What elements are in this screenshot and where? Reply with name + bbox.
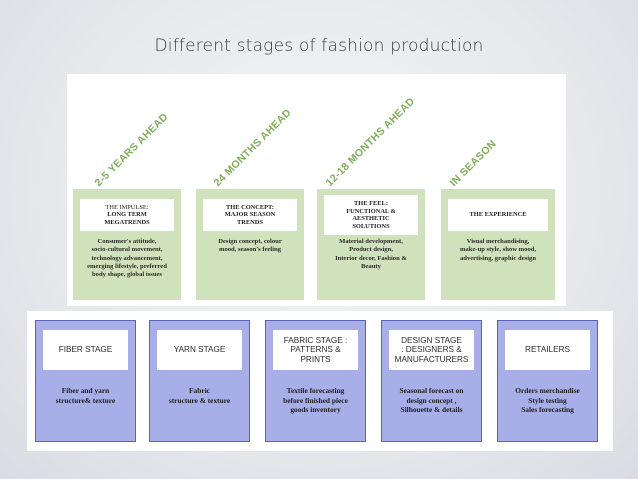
stage-box-line: SOLUTIONS: [352, 222, 390, 230]
stage-box-line: LONG TERM: [107, 211, 147, 219]
stage-box-feel: THE FEEL: FUNCTIONAL & AESTHETIC SOLUTIO…: [324, 195, 418, 235]
production-box-line: : DESIGNERS &: [401, 345, 462, 355]
production-box-fabric: FABRIC STAGE : PATTERNS & PRINTS: [273, 330, 358, 370]
description-line: Beauty: [361, 262, 381, 270]
production-box-line: PATTERNS &: [290, 345, 341, 355]
description-line: Style testing: [528, 395, 567, 405]
description-line: design concept ,: [406, 395, 457, 405]
production-box-line: YARN STAGE: [173, 345, 226, 355]
time-label-in-season: IN SEASON: [447, 137, 499, 189]
description-line: make-up style, show mood,: [459, 246, 537, 254]
stage-box-experience: THE EXPERIENCE: [448, 199, 548, 231]
stage-box-line: FUNCTIONAL &: [346, 207, 396, 215]
description-line: Consumer's attitude,: [97, 238, 157, 245]
time-label-12-18-months: 12-18 MONTHS AHEAD: [323, 95, 418, 189]
stage-box-concept: THE CONCEPT: MAJOR SEASON TRENDS: [203, 199, 297, 231]
description-line: Fiber and yarn: [61, 386, 110, 395]
production-box-line: MANUFACTURERS: [394, 354, 469, 364]
stage-box-line: MEGATRENDS: [104, 218, 150, 226]
production-box-line: DESIGN STAGE: [401, 335, 462, 345]
production-box-line: PRINTS: [300, 354, 331, 364]
description-line: socio-cultural movement,: [91, 246, 163, 254]
description-line: mood, season's feeling: [218, 246, 282, 254]
description-line: structure & texture: [168, 395, 231, 405]
description-line: goods inventory: [290, 405, 341, 414]
stage-description-concept: Design concept, colour mood, season's fe…: [199, 238, 301, 255]
production-column-yarn: YARN STAGE Fabric structure & texture: [149, 320, 250, 442]
stage-box-line: THE CONCEPT:: [225, 203, 274, 211]
production-description-yarn: Fabric structure & texture: [152, 386, 247, 405]
time-label-2-5-years: 2-5 YEARS AHEAD: [92, 110, 171, 189]
stage-column-feel: THE FEEL: FUNCTIONAL & AESTHETIC SOLUTIO…: [317, 189, 425, 300]
stage-box-line: THE IMPULSE:: [105, 203, 149, 211]
production-description-retailers: Orders merchandise Style testing Sales f…: [500, 386, 595, 415]
production-column-fabric: FABRIC STAGE : PATTERNS & PRINTS Textile…: [265, 320, 366, 442]
production-box-line: FABRIC STAGE :: [283, 335, 348, 345]
stage-column-concept: THE CONCEPT: MAJOR SEASON TRENDS Design …: [196, 189, 304, 300]
description-line: Interior decor, Fashion &: [335, 254, 407, 262]
stage-description-impulse: Consumer's attitude, socio-cultural move…: [76, 238, 178, 279]
description-line: Fabric: [189, 386, 210, 395]
time-label-24-months: 24 MONTHS AHEAD: [211, 106, 294, 189]
production-column-design: DESIGN STAGE : DESIGNERS & MANUFACTURERS…: [381, 320, 482, 442]
stage-description-experience: Visual merchandising, make-up style, sho…: [444, 238, 552, 263]
stage-box-line: THE FEEL:: [354, 200, 388, 207]
production-box-yarn: YARN STAGE: [157, 330, 242, 370]
stage-box-line: MAJOR SEASON: [224, 211, 276, 219]
stage-box-line: THE EXPERIENCE: [469, 211, 527, 219]
description-line: Sales forecasting: [521, 405, 574, 414]
description-line: Material development,: [339, 238, 403, 245]
production-box-line: FIBER STAGE: [58, 345, 113, 355]
description-line: before finished piece: [283, 395, 348, 405]
description-line: advertising, graphic design: [459, 254, 537, 262]
production-box-design: DESIGN STAGE : DESIGNERS & MANUFACTURERS: [389, 330, 474, 370]
production-column-retailers: RETAILERS Orders merchandise Style testi…: [497, 320, 598, 442]
description-line: Design concept, colour: [218, 238, 282, 245]
forecast-timeline-panel: 2-5 YEARS AHEAD 24 MONTHS AHEAD 12-18 MO…: [67, 74, 566, 306]
stage-column-experience: THE EXPERIENCE Visual merchandising, mak…: [441, 189, 555, 300]
production-box-line: RETAILERS: [525, 345, 570, 355]
description-line: Product design,: [349, 246, 393, 254]
production-stages-panel: FIBER STAGE Fiber and yarn structure& te…: [27, 311, 613, 451]
slide-title: Different stages of fashion production: [154, 36, 484, 56]
description-line: Silhouette & details: [400, 405, 463, 414]
description-line: emerging lifestyle, preferred: [87, 262, 167, 270]
description-line: Orders merchandise: [515, 386, 580, 395]
stage-description-feel: Material development, Product design, In…: [320, 238, 422, 271]
stage-box-line: TRENDS: [237, 218, 263, 226]
description-line: Seasonal forecast on: [399, 386, 464, 395]
description-line: Visual merchandising,: [466, 238, 530, 245]
description-line: structure& texture: [55, 395, 116, 405]
production-description-fabric: Textile forecasting before finished piec…: [268, 386, 363, 415]
production-box-fiber: FIBER STAGE: [43, 330, 128, 370]
production-description-fiber: Fiber and yarn structure& texture: [38, 386, 133, 405]
production-description-design: Seasonal forecast on design concept , Si…: [384, 386, 479, 415]
description-line: body shape, global issues: [92, 271, 162, 279]
production-box-retailers: RETAILERS: [505, 330, 590, 370]
description-line: Textile forecasting: [286, 386, 345, 395]
stage-box-impulse: THE IMPULSE: LONG TERM MEGATRENDS: [80, 199, 174, 231]
stage-box-line: AESTHETIC: [352, 215, 390, 222]
description-line: technology advancement,: [91, 254, 163, 262]
production-column-fiber: FIBER STAGE Fiber and yarn structure& te…: [35, 320, 136, 442]
stage-column-impulse: THE IMPULSE: LONG TERM MEGATRENDS Consum…: [73, 189, 181, 300]
